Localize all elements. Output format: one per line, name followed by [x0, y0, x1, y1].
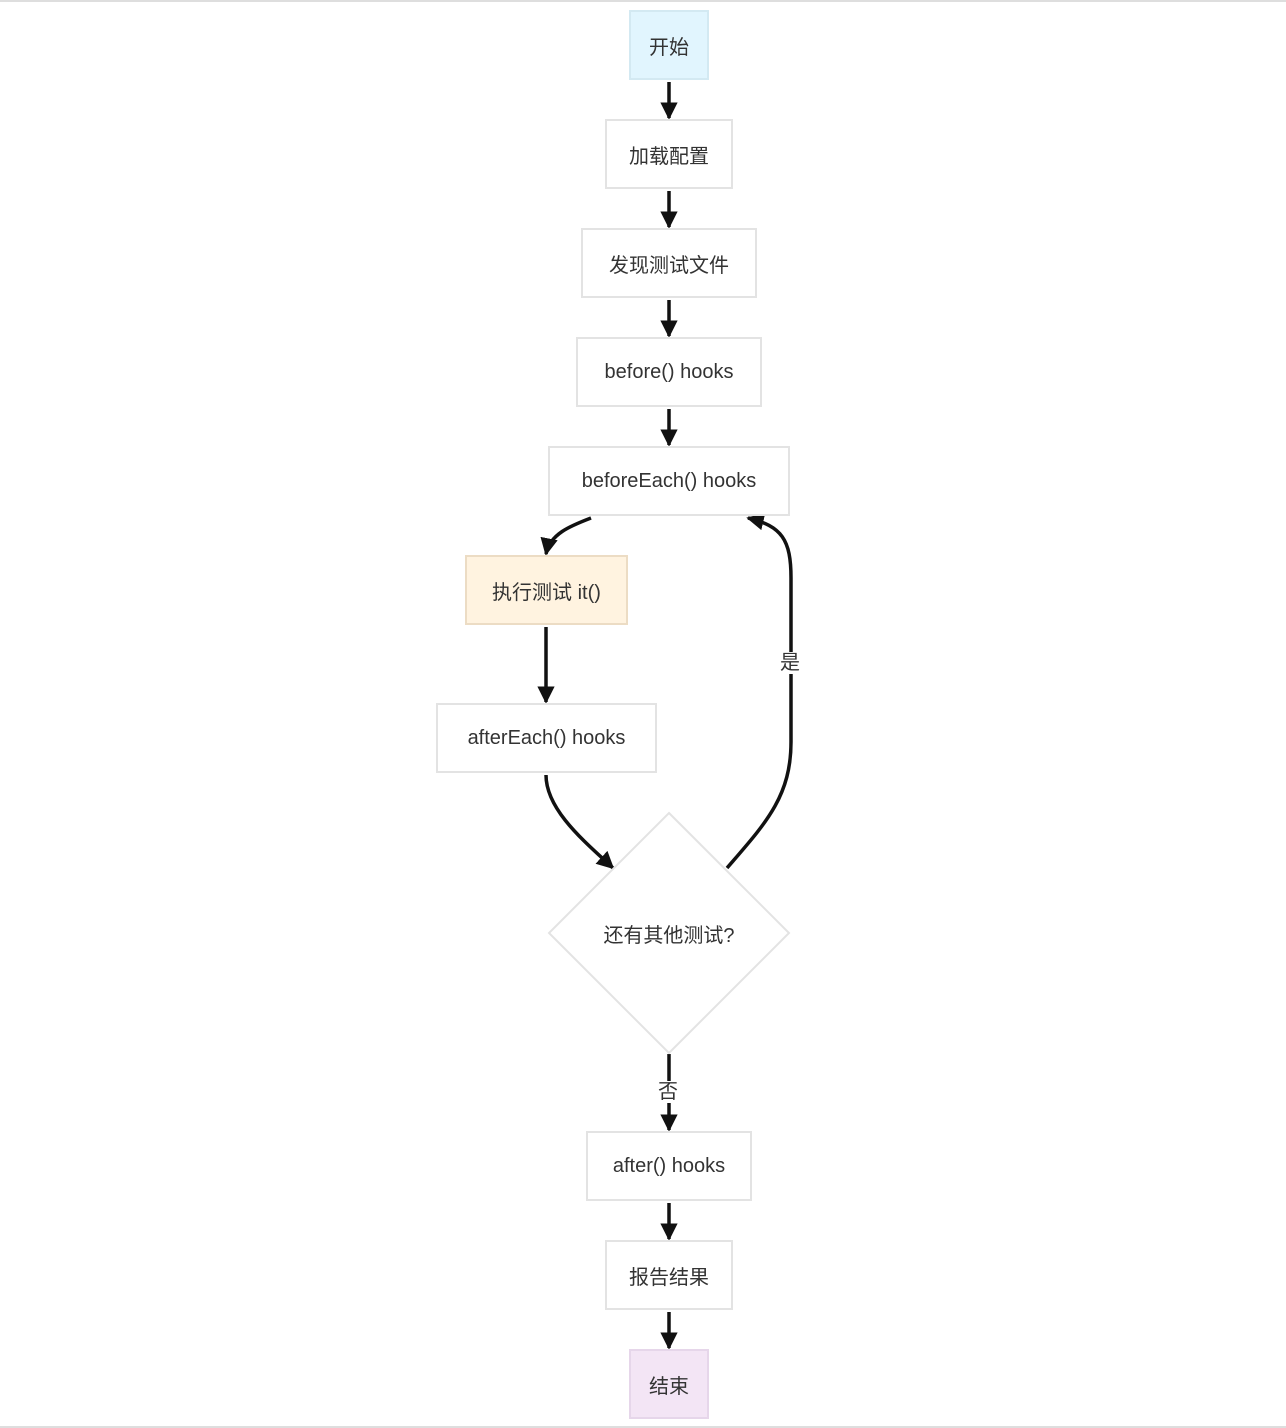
edge-before-each-to-run-test — [540, 516, 592, 556]
after-hooks-node: after() hooks — [586, 1131, 752, 1201]
edge-label-no: 否 — [657, 1081, 679, 1103]
report-label: 报告结果 — [629, 1266, 709, 1289]
discover-files-label: 发现测试文件 — [609, 254, 729, 277]
before-each-hooks-node: beforeEach() hooks — [548, 446, 790, 516]
before-each-hooks-label: beforeEach() hooks — [581, 469, 757, 492]
start-node-label: 开始 — [649, 36, 689, 59]
discover-files-node: 发现测试文件 — [581, 228, 757, 298]
after-hooks-label: after() hooks — [612, 1154, 726, 1177]
end-node: 结束 — [629, 1349, 709, 1419]
run-test-label: 执行测试 it() — [492, 581, 601, 604]
decision-diamond — [547, 811, 791, 1055]
decision-label: 还有其他测试? — [603, 924, 735, 947]
start-node: 开始 — [629, 10, 709, 80]
load-config-label: 加载配置 — [629, 145, 709, 168]
report-node: 报告结果 — [605, 1240, 733, 1310]
after-each-hooks-label: afterEach() hooks — [467, 726, 626, 749]
run-test-node: 执行测试 it() — [465, 555, 628, 625]
before-hooks-node: before() hooks — [576, 337, 762, 407]
end-node-label: 结束 — [649, 1375, 689, 1398]
decision-node: 还有其他测试? — [569, 903, 769, 963]
load-config-node: 加载配置 — [605, 119, 733, 189]
edge-decision-yes-loop — [725, 513, 793, 870]
edge-after-each-to-decision — [544, 774, 615, 870]
edge-label-yes: 是 — [779, 652, 801, 674]
after-each-hooks-node: afterEach() hooks — [436, 703, 657, 773]
before-hooks-label: before() hooks — [604, 360, 734, 383]
